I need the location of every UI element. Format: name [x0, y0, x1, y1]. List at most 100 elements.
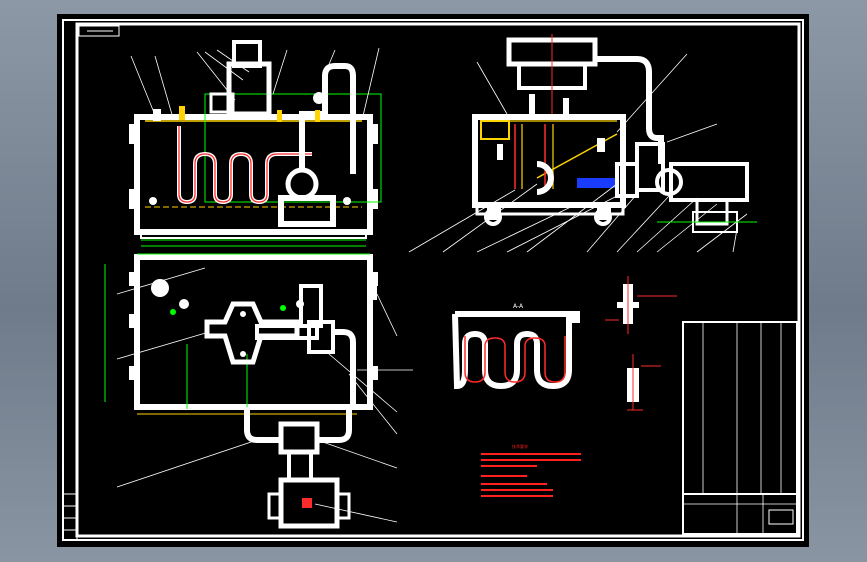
parts-list-table-stroke-0: [682, 321, 798, 495]
side-view-stroke-31: [526, 183, 618, 253]
top-view-stroke-9: [280, 305, 286, 311]
side-view-stroke-37: [732, 228, 738, 253]
top-view-stroke-16: [367, 284, 377, 300]
pump-assembly-top: [204, 301, 300, 365]
side-view-stroke-23: [597, 138, 605, 152]
top-view-stroke-29: [376, 293, 398, 337]
top-view-stroke-27: [116, 267, 206, 295]
side-view-stroke-10: [536, 161, 554, 195]
front-view-stroke-2: [370, 124, 378, 144]
side-view-stroke-32: [586, 193, 638, 253]
tank-base-front: [140, 231, 367, 239]
top-view-stroke-31: [348, 373, 398, 435]
side-view-stroke-21: [563, 98, 569, 120]
front-view-stroke-14: [343, 197, 351, 205]
side-view-stroke-13: [487, 206, 501, 220]
side-view-stroke-3: [480, 120, 510, 140]
technical-notes: 技术要求: [481, 443, 581, 497]
top-view-stroke-8: [170, 309, 176, 315]
section-a-a-coil-detail-stroke-0: [464, 336, 566, 383]
top-view-stroke-30: [328, 353, 398, 413]
top-view-stroke-11: [240, 311, 246, 317]
front-view-stroke-22: [272, 49, 288, 95]
side-view-stroke-24: [476, 61, 508, 115]
side-view-stroke-35: [656, 203, 718, 253]
title-block-stroke-0: [682, 493, 798, 535]
front-view-stroke-8: [313, 92, 325, 104]
side-view-stroke-29: [476, 203, 578, 253]
front-view-stroke-17: [130, 55, 158, 121]
left-binding-strip-stroke-0: [62, 493, 78, 541]
pump-housing-front: [285, 167, 319, 201]
front-view-stroke-13: [149, 197, 157, 205]
top-view-stroke-23: [129, 314, 137, 328]
top-view-stroke-17: [278, 421, 320, 455]
top-view-stroke-28: [116, 331, 210, 360]
section-a-a-coil-detail: A-A: [452, 303, 580, 390]
front-view-stroke-20: [204, 51, 244, 81]
outlet-pipe-front: [299, 63, 356, 174]
outlet-pipe-side: [593, 56, 664, 164]
section-label: A-A: [513, 303, 524, 310]
sheet-inner-border: [75, 22, 801, 538]
notes-heading: 技术要求: [512, 443, 528, 449]
top-view-stroke-26: [370, 366, 378, 380]
tank-body-side: [472, 114, 626, 208]
sheet-outer-border: [62, 19, 804, 541]
side-view-stroke-26: [666, 123, 718, 143]
top-view-stroke-25: [370, 272, 378, 286]
front-view-stroke-11: [277, 110, 282, 122]
coil-section-outline: [452, 311, 580, 390]
top-view: [104, 253, 413, 529]
side-view-stroke-22: [497, 144, 503, 160]
top-view-stroke-14: [307, 320, 335, 354]
side-view-stroke-27: [408, 189, 516, 253]
filter-housing-front: [278, 195, 336, 227]
cad-drawing-viewport[interactable]: A-A 技术要求: [57, 14, 809, 547]
cad-drawing-canvas: A-A 技术要求: [62, 19, 804, 541]
side-view-stroke-28: [442, 183, 538, 253]
front-view-stroke-18: [154, 55, 174, 119]
side-view-stroke-30: [506, 195, 618, 253]
fitting-detail-1: [605, 276, 677, 334]
side-view-stroke-36: [696, 213, 748, 253]
coupling-side: [577, 178, 617, 188]
front-view-stroke-10: [179, 106, 185, 120]
valve-body-front: [226, 61, 272, 117]
front-view-stroke-3: [370, 189, 378, 209]
top-view-stroke-33: [116, 439, 258, 488]
side-view-stroke-16: [615, 162, 639, 198]
top-left-drawing-number-box: [78, 25, 120, 37]
front-view-stroke-7: [209, 92, 235, 114]
tank-body-top: [134, 254, 373, 410]
top-view-stroke-18: [287, 450, 313, 482]
side-view-stroke-20: [529, 94, 535, 120]
front-view-stroke-12: [315, 110, 320, 122]
top-view-stroke-6: [179, 299, 189, 309]
side-view-stroke-14: [597, 206, 611, 220]
front-view-stroke-19: [196, 51, 236, 101]
top-view-stroke-19: [267, 492, 283, 520]
top-view-stroke-24: [129, 366, 137, 380]
left-binding-strip: [62, 493, 78, 541]
side-view-stroke-33: [616, 195, 670, 253]
front-view-stroke-5: [178, 126, 312, 203]
top-left-drawing-number-box-stroke-0: [78, 25, 120, 37]
title-block: [682, 493, 798, 535]
parts-list-table: [682, 321, 798, 495]
front-view: [129, 40, 382, 247]
top-view-stroke-34: [314, 503, 398, 523]
front-view-stroke-0: [129, 124, 137, 144]
top-view-stroke-22: [129, 272, 137, 286]
top-view-stroke-15: [333, 329, 356, 404]
front-view-stroke-1: [129, 189, 137, 209]
top-view-stroke-32: [316, 439, 398, 469]
top-view-stroke-10: [255, 324, 319, 340]
side-view-stroke-34: [636, 197, 698, 253]
title-block-stroke-4: [768, 509, 794, 525]
front-view-stroke-21: [216, 49, 250, 73]
front-view-stroke-23: [324, 49, 336, 75]
top-view-stroke-21: [302, 498, 312, 508]
side-view: [408, 34, 757, 253]
front-view-stroke-6: [232, 40, 262, 68]
